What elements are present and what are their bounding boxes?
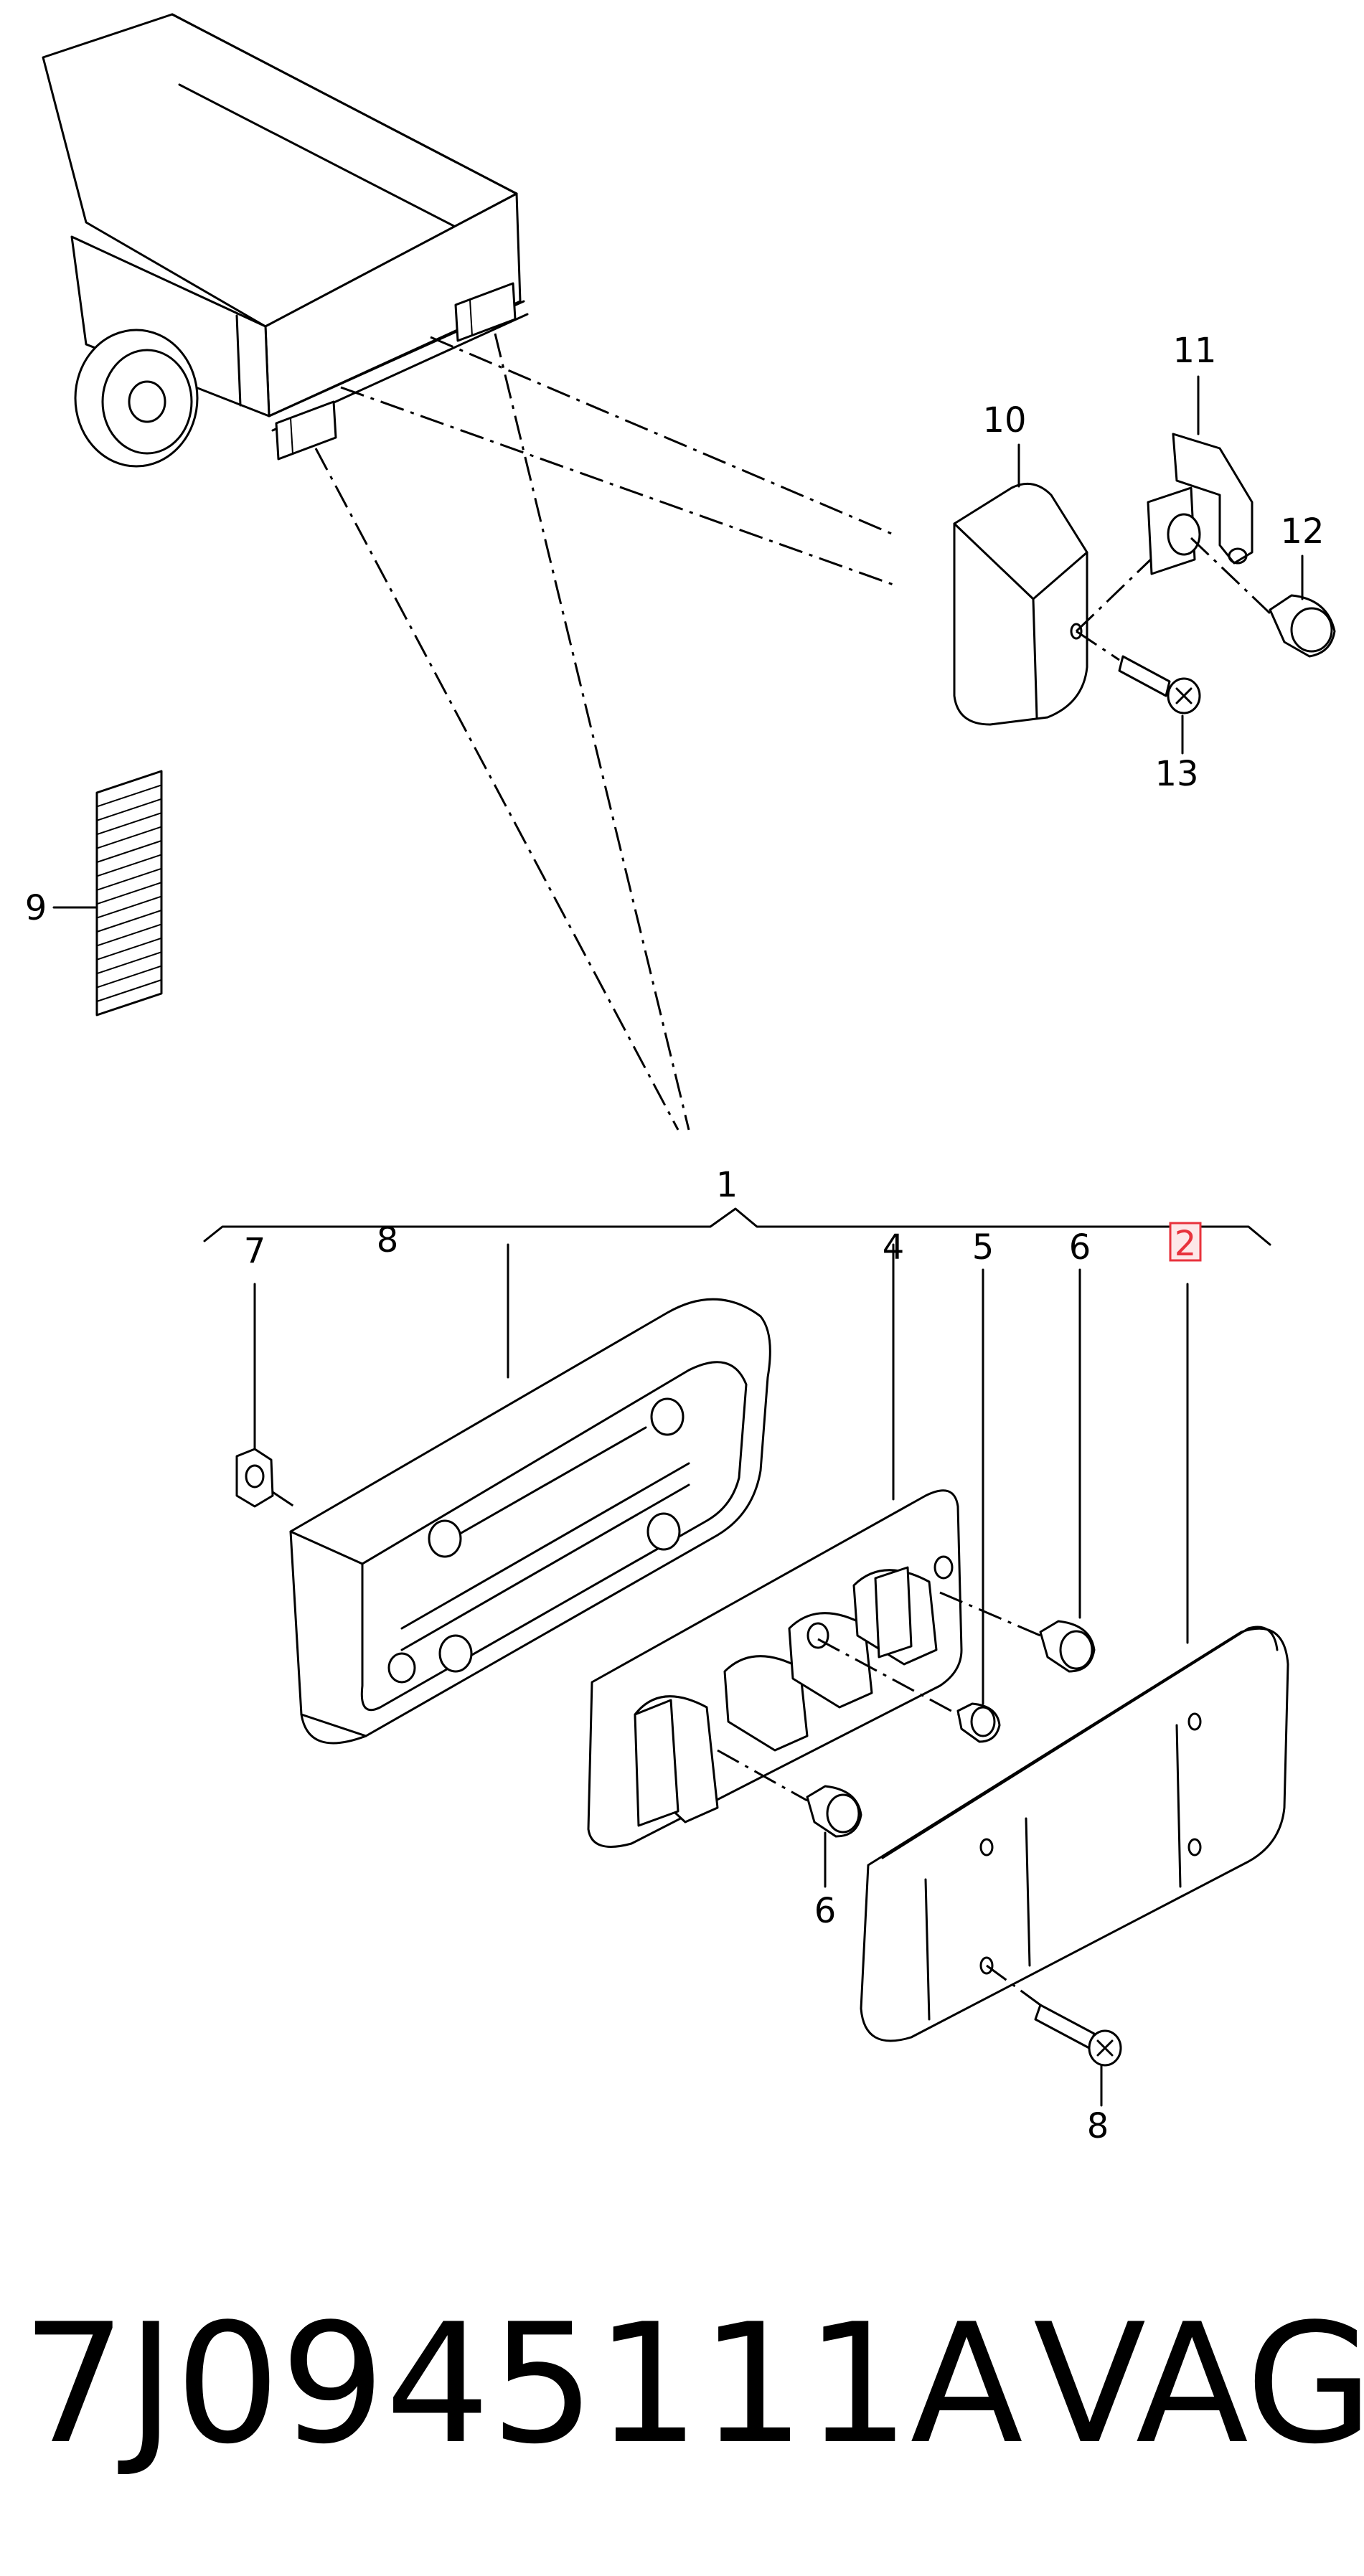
callout-6-bottom: 6 — [814, 1891, 837, 1931]
lens-screw — [986, 1964, 1122, 2107]
reflector-stripe — [96, 840, 162, 863]
assembly-brace — [203, 1207, 1271, 1246]
callout-11: 11 — [1172, 331, 1216, 371]
reflector-stripe — [96, 910, 162, 933]
bulbs — [717, 1268, 1096, 1888]
reflector-stripe — [96, 867, 162, 891]
reflector-stripe — [96, 951, 162, 975]
reflector-stripe — [96, 923, 162, 947]
callout-7: 7 — [244, 1231, 266, 1271]
callout-2-highlight — [1169, 1222, 1202, 1262]
brand-name: VAG — [1033, 2289, 1364, 2481]
callout-9: 9 — [25, 888, 47, 928]
side-marker-lamp — [953, 443, 1178, 726]
push-nut — [235, 1283, 295, 1508]
callout-2: 2 — [1175, 1224, 1197, 1264]
reflector-stripe — [96, 812, 162, 836]
reflector-stripe — [96, 798, 162, 821]
callout-12: 12 — [1280, 511, 1324, 552]
part-number: 7J0945111A — [22, 2289, 1023, 2481]
callout-6-top: 6 — [1069, 1227, 1091, 1268]
callout-labels: 1 2 4 5 6 6 7 8 8 9 10 11 12 13 — [25, 331, 1325, 2146]
reflector-stripe — [96, 895, 162, 919]
callout-4: 4 — [883, 1227, 905, 1268]
truck-left-lamp — [275, 400, 337, 461]
reflector-stripe — [96, 937, 162, 961]
reflector-stripe — [96, 979, 162, 1002]
callout-8-bottom: 8 — [1087, 2106, 1109, 2146]
reflector-stripe — [96, 826, 162, 849]
callout-1: 1 — [716, 1165, 738, 1205]
reflector-strip — [52, 770, 163, 1016]
lamp-housing — [289, 1243, 771, 1745]
tail-lamp-lens — [860, 1283, 1289, 2042]
bulb-holder-plate — [587, 1243, 963, 1848]
reflector-stripe — [96, 784, 162, 808]
leader-lines — [314, 333, 894, 1131]
side-lamp-screw — [1076, 630, 1201, 755]
callout-13: 13 — [1154, 754, 1198, 794]
callout-5: 5 — [972, 1227, 994, 1268]
truck-illustration — [42, 13, 529, 468]
marker-bulb — [1190, 537, 1336, 658]
reflector-stripe — [96, 882, 162, 905]
truck-right-lamp — [454, 282, 517, 342]
bulb-holder-bracket — [1147, 375, 1254, 575]
reflector-stripe — [96, 854, 162, 877]
callout-10: 10 — [982, 400, 1026, 440]
callout-8-top: 8 — [377, 1220, 399, 1260]
reflector-stripe — [96, 965, 162, 989]
